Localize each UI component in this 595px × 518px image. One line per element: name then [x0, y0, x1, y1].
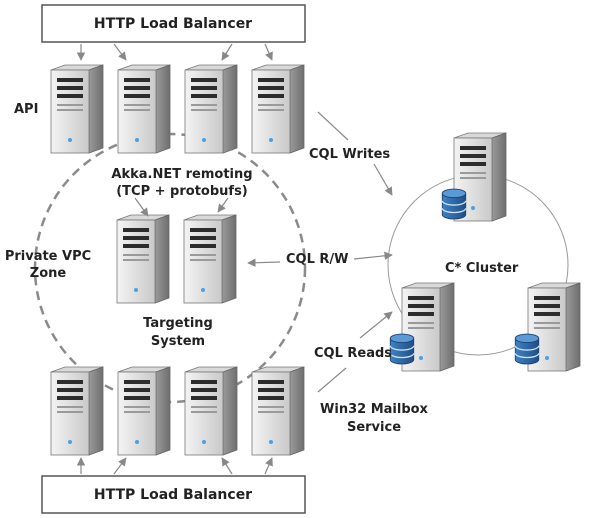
load-balancer-top-label: HTTP Load Balancer [94, 16, 252, 32]
targeting-label-line2: System [151, 334, 205, 349]
remoting-arrows [134, 197, 229, 217]
cassandra-nodes [389, 132, 581, 372]
remoting-label-line1: Akka.NET remoting [111, 167, 252, 182]
cluster-label: C* Cluster [445, 261, 519, 276]
server-icon [116, 214, 170, 304]
database-icon [389, 333, 415, 365]
server-icon [251, 366, 305, 456]
lb-bottom-arrows [76, 457, 273, 475]
vpc-label-line2: Zone [30, 266, 67, 281]
arrow-lb-api-2 [113, 43, 127, 61]
server-icon [184, 64, 238, 154]
server-icon [50, 366, 104, 456]
arrow-lb-mailbox-4 [264, 457, 273, 475]
cql-arrows [247, 111, 393, 393]
server-icon [117, 64, 171, 154]
win32-label-line2: Service [347, 420, 401, 435]
arrow-cql-reads-a [359, 311, 393, 339]
vpc-label-line1: Private VPC [5, 249, 91, 264]
api-servers [50, 64, 305, 154]
load-balancer-top: HTTP Load Balancer [41, 4, 306, 43]
arrow-cql-writes-b [373, 163, 393, 196]
targeting-label-line1: Targeting [143, 316, 213, 331]
arrow-cql-rw-left [247, 258, 281, 267]
server-icon [184, 366, 238, 456]
cql-rw-label: CQL R/W [286, 252, 349, 267]
arrow-lb-mailbox-2 [113, 457, 127, 475]
database-icon [441, 188, 467, 220]
server-icon [251, 64, 305, 154]
arrow-cql-reads-b [317, 367, 347, 393]
arrow-lb-api-4 [264, 43, 273, 61]
load-balancer-bottom: HTTP Load Balancer [41, 475, 306, 514]
arrow-lb-api-3 [221, 43, 233, 61]
server-icon [183, 214, 237, 304]
arrow-remoting-right [217, 197, 229, 213]
win32-label-line1: Win32 Mailbox [320, 402, 429, 417]
api-label: API [14, 102, 38, 117]
server-icon [117, 366, 171, 456]
database-icon [514, 333, 540, 365]
arrow-remoting-left [134, 197, 149, 217]
arrow-cql-rw-right [353, 251, 393, 260]
arrow-lb-mailbox-3 [221, 457, 233, 475]
lb-top-arrows [76, 43, 273, 61]
remoting-label-line2: (TCP + protobufs) [116, 184, 248, 199]
server-icon [50, 64, 104, 154]
load-balancer-bottom-label: HTTP Load Balancer [94, 487, 252, 503]
cql-writes-label: CQL Writes [309, 147, 390, 162]
arrow-cql-writes-a [317, 111, 349, 141]
cql-reads-label: CQL Reads [314, 346, 392, 361]
targeting-servers [116, 214, 237, 304]
mailbox-servers [50, 366, 305, 456]
